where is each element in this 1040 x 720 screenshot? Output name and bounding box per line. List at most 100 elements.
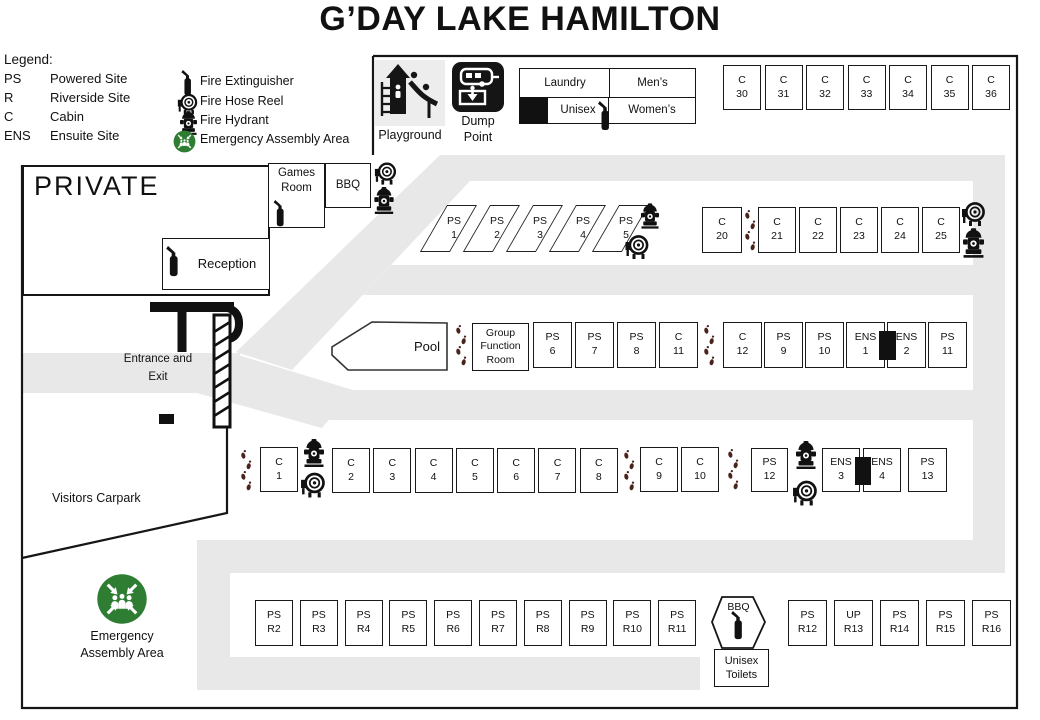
- fire-hose-reel-icon: [624, 234, 651, 260]
- entrance-label: Entrance and Exit: [123, 353, 193, 383]
- legend-abbr-ps: PS: [4, 71, 22, 86]
- legend-heading: Legend:: [4, 52, 53, 67]
- fire-extinguisher-icon: [731, 611, 745, 640]
- emergency-assembly-icon: [96, 573, 148, 625]
- visitors-carpark-label: Visitors Carpark: [52, 491, 141, 505]
- page-title: G’DAY LAKE HAMILTON: [319, 0, 721, 38]
- fire-hydrant-icon: [304, 438, 324, 468]
- footprints-icon: [727, 448, 739, 492]
- playground-label: Playground: [378, 128, 442, 142]
- ensuite-divider-block: [879, 331, 896, 360]
- legend-label-c: Cabin: [50, 109, 84, 124]
- emergency-assembly-label: Emergency Assembly Area: [80, 629, 164, 660]
- legend-abbr-r: R: [4, 90, 14, 105]
- legend-abbr-ens: ENS: [4, 128, 31, 143]
- fire-hydrant-icon: [963, 228, 984, 258]
- dump-point-label: Dump Point: [461, 114, 495, 144]
- legend-safety-extinguisher: Fire Extinguisher: [200, 74, 294, 88]
- entrance-gate-icon: [150, 302, 243, 429]
- fire-hose-reel-icon: [300, 471, 327, 499]
- fire-extinguisher-icon: [598, 99, 612, 133]
- mens-block: Men’s: [609, 68, 696, 98]
- group-function-room: Group Function Room: [472, 323, 529, 371]
- fire-extinguisher-icon: [166, 246, 181, 277]
- fire-hose-reel-icon: [792, 479, 819, 507]
- pool-outline: [331, 321, 448, 371]
- emergency-assembly-icon: [173, 130, 196, 153]
- legend-safety-hydrant: Fire Hydrant: [200, 113, 269, 127]
- playground-icon: [375, 60, 445, 126]
- footprints-icon: [240, 449, 252, 493]
- laundry-block: Laundry: [519, 68, 611, 98]
- footprints-icon: [744, 209, 756, 253]
- fire-hydrant-icon: [641, 201, 659, 231]
- amenities-black-block: [519, 97, 548, 124]
- legend-safety-assembly: Emergency Assembly Area: [200, 132, 350, 146]
- fire-hydrant-icon: [374, 187, 394, 214]
- legend-safety-hose-reel: Fire Hose Reel: [200, 94, 284, 108]
- footprints-icon: [455, 324, 467, 368]
- games-room: Games Room: [268, 163, 325, 228]
- unisex-block: Unisex: [546, 97, 610, 124]
- legend-label-ens: Ensuite Site: [50, 128, 120, 143]
- pool-label: Pool: [413, 339, 440, 354]
- legend-label-ps: Powered Site: [50, 71, 128, 86]
- fire-hose-reel-icon: [961, 201, 987, 227]
- unisex-toilets: Unisex Toilets: [714, 649, 769, 687]
- legend-abbr-c: C: [4, 109, 14, 124]
- footprints-icon: [703, 324, 715, 368]
- fire-extinguisher-icon: [272, 200, 288, 227]
